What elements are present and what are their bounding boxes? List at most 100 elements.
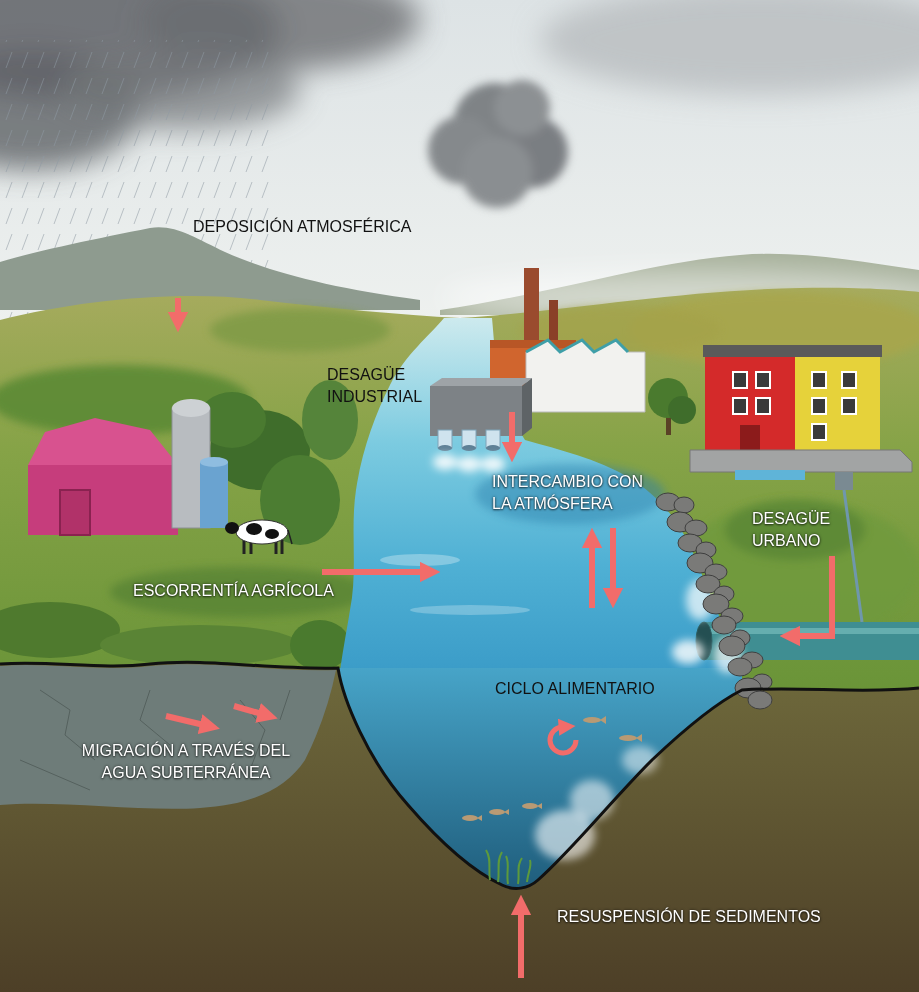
fish-part-part [489,809,505,815]
rocks-part [674,497,694,513]
fish-part [619,734,642,742]
urban-buildings-part-part [812,424,826,440]
pathway-arrows-part [234,706,262,714]
pathway-arrows-part [796,556,832,636]
river-grass-part [486,850,490,880]
urban-buildings-part-part [733,398,747,414]
industrial-outfall-part [522,378,532,436]
urban-buildings-part-part [842,398,856,414]
river-grass-part [498,852,502,882]
land-part [680,500,919,640]
urban-buildings-part [835,472,853,490]
land-part [210,308,390,352]
fish-part-part [477,815,482,821]
pathway-arrows-part [518,911,524,978]
farm-part [200,457,228,467]
river-part [410,605,530,615]
river-part [340,318,742,672]
pathway-arrows-part [589,544,595,608]
groundwater-zone-part-part [140,690,170,745]
storm-clouds-part [540,0,919,95]
fish-part [462,815,482,821]
factory-part [526,340,628,352]
cow-part [236,520,288,544]
fish-part-part [504,809,509,815]
land-part [725,500,865,560]
river-cross-section-part-part [570,780,614,820]
urban-buildings-part [703,345,882,357]
industrial-outfall-part-part [457,456,481,472]
fish-part-part [619,735,637,741]
trees-part [0,602,120,658]
urban-buildings-part-part [756,372,770,388]
industrial-outfall-part [430,378,532,386]
urban-buildings-part-part [733,372,747,388]
label-anchor: DEPOSICIÓN ATMOSFÉRICA [193,216,411,238]
cow-part [265,529,279,539]
label-anchor: ESCORRENTÍA AGRÍCOLA [133,580,334,602]
cow-part [243,540,246,554]
pathway-arrows-part [166,716,204,725]
pathway-label: ESCORRENTÍA AGRÍCOLA [133,580,334,602]
ground-outline-part [0,662,919,888]
puffy-cloud-part [494,80,550,136]
fish-part-part [522,803,538,809]
urban-pipe-part [672,640,704,664]
river-part [380,554,460,566]
fish-part-part [600,716,606,724]
label-anchor: INTERCAMBIO CON LA ATMÓSFERA [492,471,654,515]
fish-part-part [537,803,542,809]
industrial-outfall-part-part [481,456,505,472]
label-anchor: CICLO ALIMENTARIO [495,678,655,700]
urban-buildings-part [735,470,805,480]
fish-part [583,716,606,724]
pathway-label: DESAGÜE INDUSTRIAL [327,364,437,408]
trees-part [302,380,358,460]
pathway-arrows-part [550,727,576,753]
groundwater-zone-part [0,664,336,809]
rocks-part [719,636,745,656]
groundwater-zone-part-part [280,690,290,720]
pathway-label: DESAGÜE URBANO [752,508,840,552]
soil-part [0,662,919,992]
pathway-arrows-part [175,298,181,316]
groundwater-zone-part-part [40,690,95,760]
industrial-outfall-part [462,445,476,451]
fish-part-part [462,815,478,821]
puffy-cloud [428,80,568,208]
urban-buildings-part [844,490,862,622]
cow-part [225,522,239,534]
factory-part [524,268,539,348]
rocks [656,493,772,709]
river [340,318,742,672]
farm-part [200,462,228,528]
urban-buildings-part-part [812,398,826,414]
label-anchor: RESUSPENSIÓN DE SEDIMENTOS [557,906,821,928]
pathway-arrows-part [610,528,616,592]
river-grass [486,850,531,884]
pathway-label: MIGRACIÓN A TRAVÉS DEL AGUA SUBTERRÁNEA [70,740,302,784]
urban-buildings-part-part [756,398,770,414]
farm-part [172,399,210,417]
industrial-outfall-part [486,445,500,451]
urban-buildings-part-part [842,372,856,388]
pathway-label: DEPOSICIÓN ATMOSFÉRICA [193,216,411,238]
pathway-arrows [166,298,832,978]
river-grass-part [527,860,531,882]
industrial-outfall [430,378,532,472]
urban-buildings [690,345,912,622]
river-grass-part [518,858,522,884]
river-cross-section-part [338,668,742,888]
fish-part [522,803,542,809]
river-grass-part [506,856,508,884]
fish-part-part [583,717,601,723]
puffy-cloud-part [461,136,533,208]
rocks-part [728,658,752,676]
label-anchor: DESAGÜE INDUSTRIAL [327,364,437,408]
groundwater-zone-part-part [20,760,90,790]
industrial-outfall-part [430,386,522,436]
urban-pipe [672,622,919,664]
